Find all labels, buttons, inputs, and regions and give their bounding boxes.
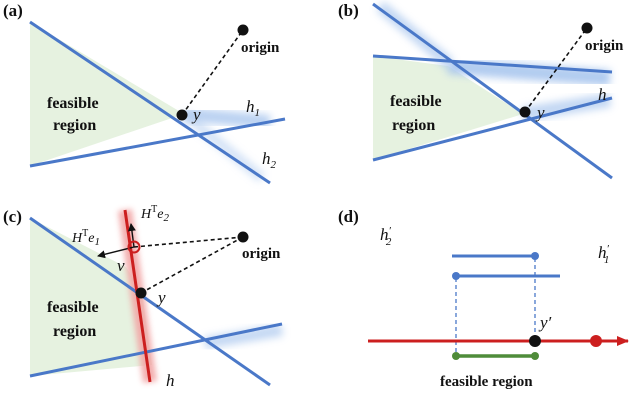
y-label: y [535,103,545,122]
feasible-label-line1: feasible [47,95,99,112]
panel-label: (b) [338,1,359,20]
feasible-region-fill [30,218,152,376]
h-label: h [598,85,607,104]
h1prime-endpoint [452,272,460,280]
y-point [176,109,188,121]
panel-label: (c) [3,207,22,226]
panel-label: (a) [3,1,23,20]
yprime-label: y′ [538,313,552,332]
origin-label: origin [242,246,281,262]
steep-line [372,2,613,180]
vector-HTe2 [127,223,136,248]
dashed-y-origin [140,236,244,294]
y-point [519,106,531,118]
h2-label: h2 [262,149,277,171]
interval-left-endpoint [452,352,460,360]
dashed-v-origin [133,236,244,248]
feasible-label-line2: region [53,323,96,340]
y-point [135,287,147,299]
h2prime-label: h′2 [380,225,392,248]
feasible-label-line2: region [53,117,96,134]
lower-line [29,322,283,378]
feasible-label-line1: feasible [390,93,442,110]
y-label: y [156,288,166,307]
feasible-region-label: feasible region [440,374,533,390]
HTe1-label: HTe1 [71,228,100,248]
origin-point [581,22,593,34]
blue-glow-lower [204,324,283,349]
line-h [372,54,613,74]
h-glow [447,58,611,86]
panel-d: (d) h′2 h′1 y′ feasible region [338,207,629,390]
panel-b: (b) feasible region origin y h [338,1,624,180]
panel-a: (a) feasible region origin y h1 h2 [3,1,286,185]
yprime-point [529,335,541,347]
origin-point [237,24,249,36]
line-h1 [29,117,286,168]
v-point [127,240,141,254]
lower-line [372,96,613,162]
h-label: h [166,371,175,390]
red-point [590,335,602,347]
panel-label: (d) [338,207,359,226]
feasible-label-line1: feasible [47,299,99,316]
feasible-region-fill [30,22,184,166]
origin-point [237,231,249,243]
dashed-origin-link [181,29,244,116]
origin-label: origin [585,38,624,54]
HTe2-label: HTe2 [140,204,169,224]
y-label: y [191,105,201,124]
origin-label: origin [241,40,280,56]
h1prime-label: h′1 [598,243,610,266]
h2prime-endpoint [531,252,539,260]
interval-right-endpoint [531,352,539,360]
h1-glow [183,107,271,129]
line-h2 [29,20,271,185]
dashed-origin-link [524,27,588,113]
steep-line [29,216,271,387]
feasible-label-line2: region [392,117,435,134]
h1-label: h1 [246,97,260,119]
feasible-region-fill [373,56,523,160]
v-label: v [117,256,125,275]
panel-c: (c) feasible region origin y v h HTe1 HT… [3,204,283,390]
